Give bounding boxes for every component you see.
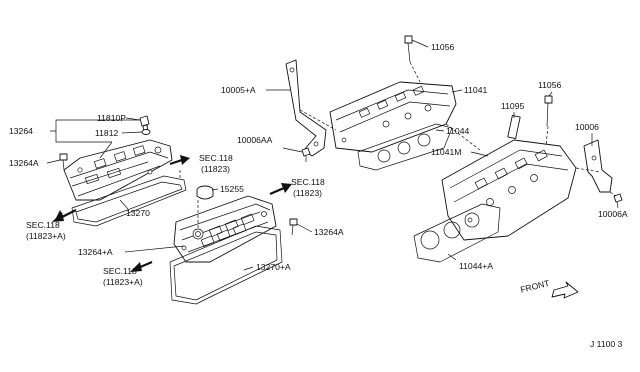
label-10005plusa: 10005+A <box>221 85 256 95</box>
label-15255: 15255 <box>220 184 244 194</box>
label-sec118-mid-b: (11823) <box>201 164 230 174</box>
label-sec118-right-b: (11823) <box>293 188 322 198</box>
label-11810p: 11810P <box>97 113 126 123</box>
label-sec118-bottom-b: (11823+A) <box>103 277 143 287</box>
label-sec118-bottom-a: SEC.118 <box>103 266 137 276</box>
label-sec118-left-b: (11823+A) <box>26 231 66 241</box>
label-13264: 13264 <box>9 126 33 136</box>
label-sec118-right-a: SEC.118 <box>291 177 325 187</box>
rocker-cover-left <box>63 139 173 201</box>
dashed-relation-lines <box>179 109 617 228</box>
bracket-10005plusa <box>285 59 327 157</box>
head-gasket-11044plusa <box>413 203 501 263</box>
bracket-10006 <box>583 139 613 193</box>
label-11044plusa: 11044+A <box>459 261 493 271</box>
label-10006aa: 10006AA <box>237 135 273 145</box>
bolt-11056-top <box>404 35 421 83</box>
bolt-10006aa <box>301 147 311 162</box>
head-gasket-11044 <box>357 123 453 171</box>
leader-lines <box>46 39 619 271</box>
label-11056-top: 11056 <box>431 42 454 52</box>
label-11041m: 11041M <box>431 147 461 157</box>
front-arrow <box>551 281 579 299</box>
bolt-13264a-right <box>289 218 298 236</box>
label-front: FRONT <box>519 278 551 295</box>
label-10006a: 10006A <box>598 209 628 219</box>
label-10006: 10006 <box>575 122 599 132</box>
label-11044: 11044 <box>446 126 469 136</box>
label-13270: 13270 <box>126 208 150 218</box>
diagram-code: J 1100 3 <box>590 339 623 349</box>
label-11041: 11041 <box>464 85 487 95</box>
dowel-11095 <box>507 114 521 140</box>
label-sec118-mid-a: SEC.118 <box>199 153 233 163</box>
cylinder-head-11041m <box>441 139 577 241</box>
bolt-11056-right <box>544 95 553 127</box>
gasket-13270 <box>56 175 187 227</box>
label-11812: 11812 <box>95 128 118 138</box>
pcv-valve-part <box>139 115 150 134</box>
label-13270plusa: 13270+A <box>256 262 291 272</box>
gasket-13270plusa <box>169 225 283 305</box>
label-13264a-right: 13264A <box>314 227 344 237</box>
rocker-cover-center <box>173 195 277 263</box>
grommet-part <box>141 129 151 135</box>
label-11095: 11095 <box>501 101 524 111</box>
label-13264plusa: 13264+A <box>78 247 113 257</box>
label-11056-right: 11056 <box>538 80 561 90</box>
bolt-13264a-left <box>59 153 68 171</box>
sec-arrows <box>52 155 292 272</box>
oil-filler-cap-part <box>196 185 214 200</box>
label-13264a-left: 13264A <box>9 158 39 168</box>
label-sec118-left-a: SEC.118 <box>26 220 60 230</box>
cylinder-head-11041 <box>329 81 457 153</box>
